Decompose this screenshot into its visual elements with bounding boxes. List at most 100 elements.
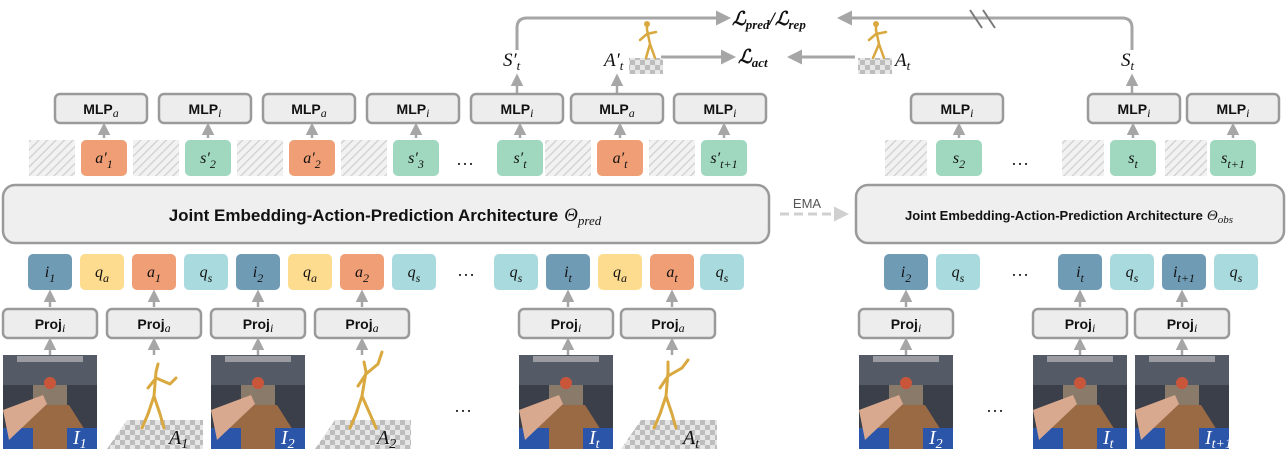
input-token-i [884,254,928,290]
egocentric-frame: It [1033,355,1127,452]
input-token-qs [1214,254,1258,290]
input-token-label: it+1 [1173,264,1195,285]
skeleton-caption: A1 [167,427,188,452]
input-token-qa [288,254,332,290]
output-token-label: s′2 [200,150,216,171]
egocentric-frame: It [519,355,613,452]
proj-boxes-right: Proji Proji Proji [857,289,1231,355]
egocentric-frame: I2 [211,355,305,452]
proj-label: Proja [345,316,378,335]
output-token-label: s′t+1 [710,150,737,171]
label-a-prime-t: A′t [602,50,624,73]
input-token-qa [598,254,642,290]
masked-token [649,140,695,176]
masked-token [29,140,75,176]
skeleton-caption: A2 [375,427,396,452]
loss-pred-rep: ℒpred/ℒrep [732,9,806,32]
output-token-label: a′1 [95,150,113,171]
proj-label: Proji [891,316,922,335]
egocentric-frame: I1 [3,355,97,452]
frame-caption: It [1102,427,1115,452]
output-token-label: st [1128,150,1138,171]
input-token-label: qs [408,264,421,285]
frame-caption: I2 [928,427,943,452]
masked-token [133,140,179,176]
output-token-label: s′3 [408,150,424,171]
output-token-label: a′t [613,150,629,171]
skeleton-frame: At [621,358,717,452]
egocentric-frame: I2 [859,355,953,452]
output-token-s [497,140,543,176]
proj-label: Proji [243,316,274,335]
input-token-i [28,254,72,290]
output-token-a [289,140,335,176]
mlp-head-label: MLPi [189,101,222,120]
predictor-architecture-label: Joint Embedding-Action-Prediction Archit… [169,205,602,228]
frame-caption: It [588,427,601,452]
input-token-label: qs [1126,264,1139,285]
input-token-label: qs [952,264,965,285]
mlp-head-label: MLPi [1217,101,1250,120]
masked-token [237,140,283,176]
output-token-label: st+1 [1221,150,1245,171]
mlp-head-label: MLPa [291,101,327,120]
proj-label: Proja [137,316,170,335]
proj-label: Proji [551,316,582,335]
input-token-label: qa [95,264,109,285]
label-s-prime-t: S′t [503,50,521,73]
predictor-architecture-box [1,183,771,245]
frame-caption: It+1 [1204,427,1232,452]
input-token-qs [936,254,980,290]
proj-label: Proji [1167,316,1198,335]
input-token-label: qa [303,264,317,285]
output-token-label: s2 [953,150,965,171]
input-token-qa [80,254,124,290]
skeleton-small-pred [629,21,663,74]
output-token-a [597,140,643,176]
masked-token [545,140,591,176]
input-token-qs [1110,254,1154,290]
input-token-i [1162,254,1206,290]
mlp-head-label: MLPa [83,101,119,120]
input-token-label: i1 [45,264,55,285]
input-token-label: i2 [901,264,911,285]
output-token-s [1110,140,1156,176]
input-token-label: a1 [147,264,161,285]
masked-token [1165,140,1207,176]
input-token-label: qa [613,264,627,285]
label-a-t: At [893,50,911,73]
input-token-label: a2 [355,264,369,285]
output-token-label: a′2 [303,150,321,171]
output-token-s [185,140,231,176]
output-token-s [701,140,747,176]
ema-label: EMA [793,196,822,211]
proj-label: Proji [1065,316,1096,335]
input-token-label: it [1076,264,1084,285]
output-token-a [81,140,127,176]
input-token-a [340,254,384,290]
masked-token [1062,140,1104,176]
masked-token [885,140,927,176]
loss-act: ℒact [738,47,768,70]
input-token-label: at [666,264,678,285]
output-tokens-right: s2 st st+1 [885,122,1256,176]
mlp-head-label: MLPi [397,101,430,120]
proj-label: Proji [35,316,66,335]
skeleton-small-target [858,21,892,74]
mlp-head-label: MLPi [1118,101,1151,120]
mlp-head-label: MLPa [599,101,635,120]
mlp-head-label: MLPi [501,101,534,120]
output-token-s [1210,140,1256,176]
input-token-qs [494,254,538,290]
input-token-a [650,254,694,290]
masked-token [341,140,387,176]
input-token-i [546,254,590,290]
input-token-qs [392,254,436,290]
frame-caption: I2 [280,427,295,452]
input-token-label: qs [716,264,729,285]
